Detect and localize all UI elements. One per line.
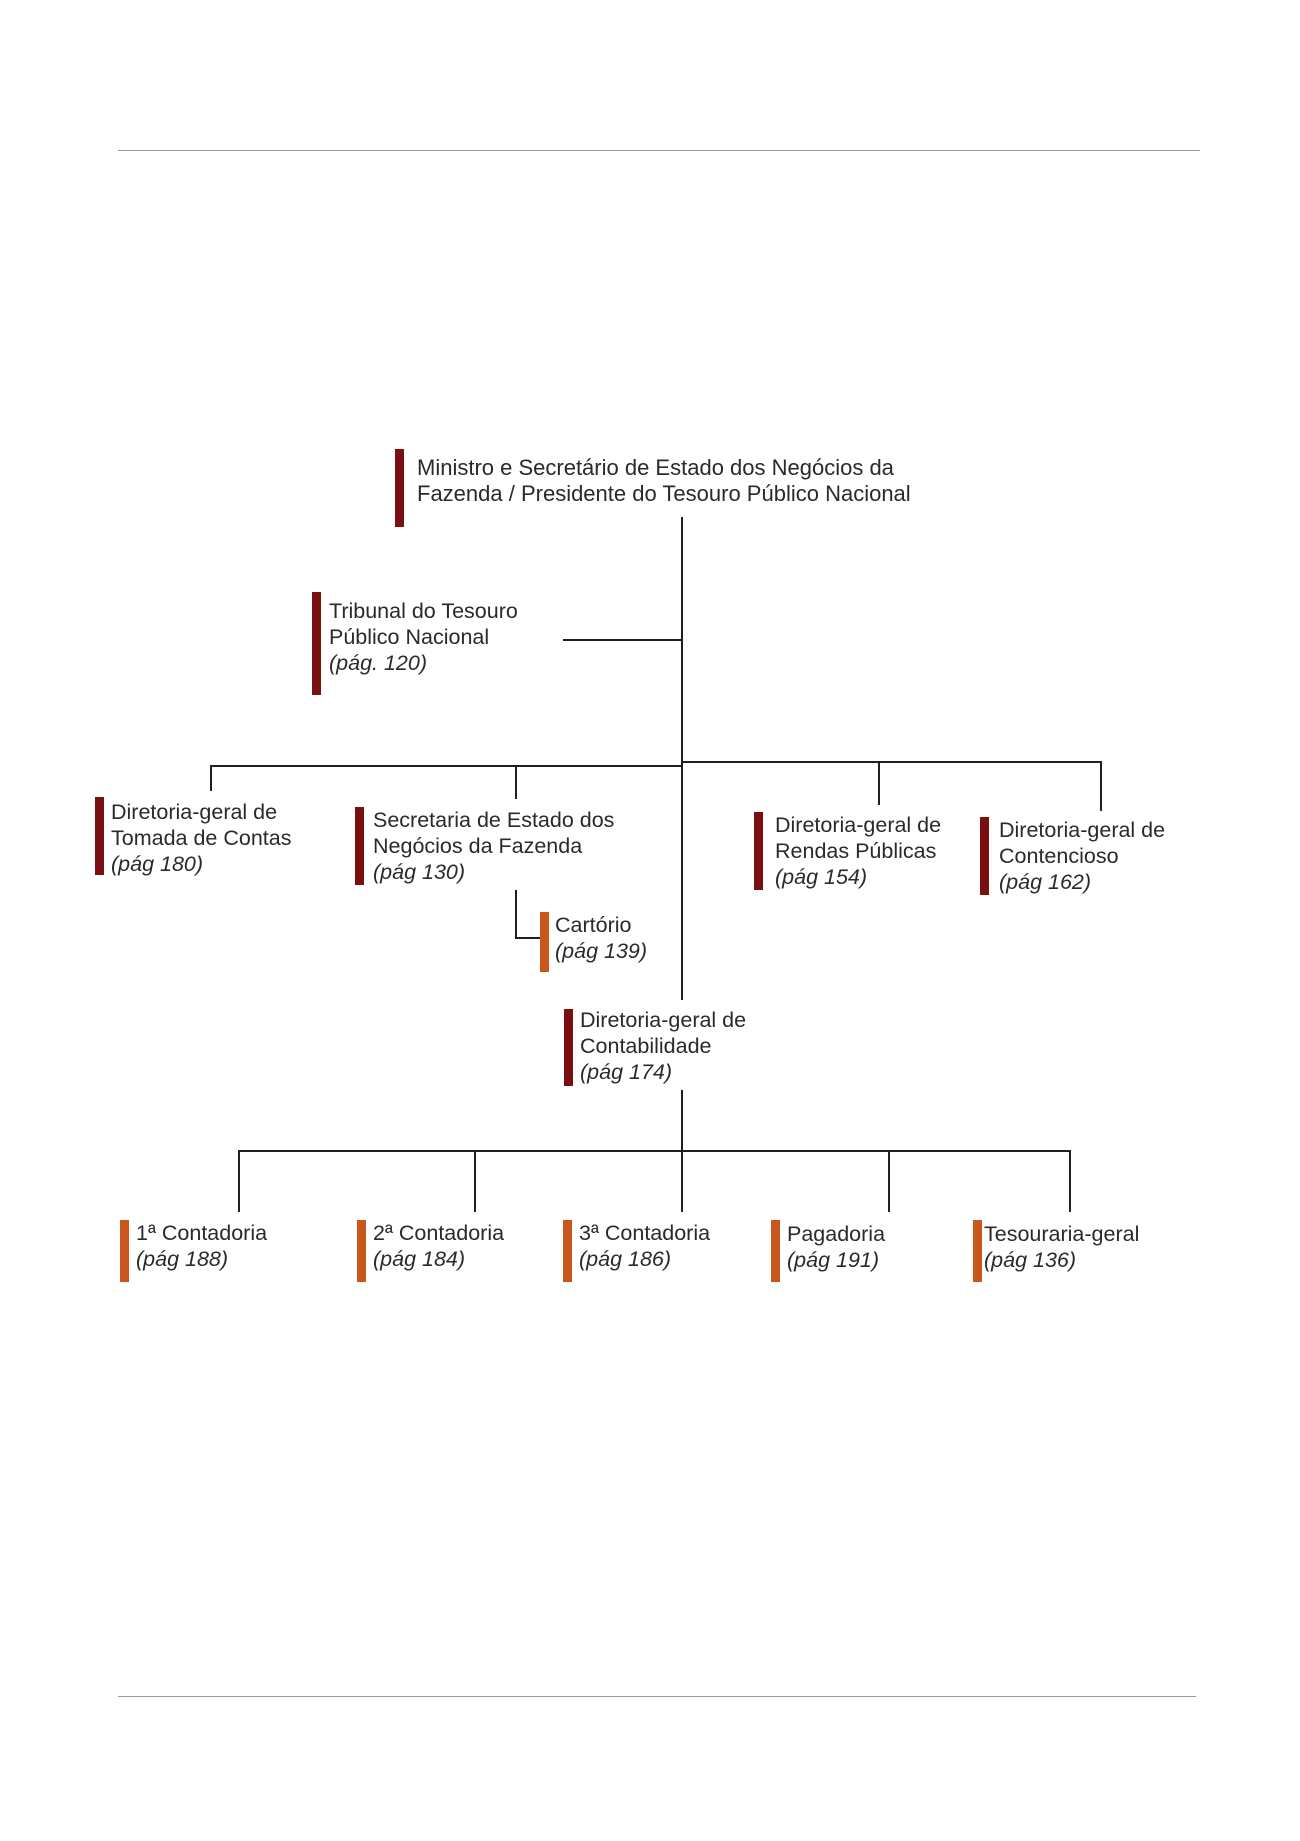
node-line: Público Nacional bbox=[329, 625, 490, 649]
node-line: Diretoria-geral de bbox=[580, 1008, 747, 1032]
node-line: 1ª Contadoria bbox=[136, 1221, 268, 1245]
node-tomada-de-contas: Diretoria-geral de Tomada de Contas (pág… bbox=[95, 797, 291, 876]
node-label: Pagadoria (pág 191) bbox=[787, 1221, 885, 1273]
node-secretaria: Secretaria de Estado dos Negócios da Faz… bbox=[355, 807, 614, 885]
node-bar bbox=[395, 449, 404, 527]
node-label: Diretoria-geral de Contencioso (pág 162) bbox=[999, 817, 1165, 895]
node-pagadoria: Pagadoria (pág 191) bbox=[771, 1220, 885, 1282]
node-page-ref: (pág 188) bbox=[136, 1247, 229, 1271]
secretaria-drop-line bbox=[515, 765, 517, 799]
node-bar bbox=[120, 1220, 129, 1282]
node-bar bbox=[754, 812, 763, 890]
node-label: Cartório (pág 139) bbox=[555, 912, 647, 964]
node-label: 3ª Contadoria (pág 186) bbox=[579, 1220, 710, 1272]
tomada-drop-line bbox=[210, 765, 212, 791]
top-rule bbox=[118, 150, 1200, 151]
node-bar bbox=[95, 797, 104, 875]
node-line: Pagadoria bbox=[787, 1222, 886, 1246]
node-page-ref: (pág 136) bbox=[984, 1248, 1077, 1272]
pagadoria-drop-line bbox=[888, 1150, 890, 1212]
node-bar bbox=[771, 1220, 780, 1282]
node-line: Diretoria-geral de bbox=[111, 800, 278, 824]
node-contencioso: Diretoria-geral de Contencioso (pág 162) bbox=[980, 817, 1165, 895]
node-label: Tribunal do Tesouro Público Nacional (pá… bbox=[329, 598, 518, 676]
cartorio-drop-line bbox=[515, 890, 517, 938]
node-label: Diretoria-geral de Tomada de Contas (pág… bbox=[111, 799, 291, 877]
node-bar bbox=[980, 817, 989, 895]
node-line: Diretoria-geral de bbox=[775, 813, 942, 837]
node-bar bbox=[564, 1009, 573, 1086]
node-label: Tesouraria-geral (pág 136) bbox=[984, 1221, 1139, 1273]
node-label: Diretoria-geral de Rendas Públicas (pág … bbox=[775, 812, 941, 890]
contadoria1-drop-line bbox=[238, 1150, 240, 1212]
node-cartorio: Cartório (pág 139) bbox=[540, 912, 647, 972]
node-line: 3ª Contadoria bbox=[579, 1221, 711, 1245]
lower-crossbar bbox=[238, 1150, 1071, 1152]
node-line: Negócios da Fazenda bbox=[373, 834, 583, 858]
node-line: Tesouraria-geral bbox=[984, 1222, 1140, 1246]
node-page-ref: (pág 162) bbox=[999, 870, 1092, 894]
node-line: Ministro e Secretário de Estado dos Negó… bbox=[417, 455, 894, 480]
node-label: 1ª Contadoria (pág 188) bbox=[136, 1220, 267, 1272]
tribunal-branch-line bbox=[563, 639, 682, 641]
node-line: Tribunal do Tesouro bbox=[329, 599, 518, 623]
contadoria2-drop-line bbox=[474, 1150, 476, 1212]
node-3a-contadoria: 3ª Contadoria (pág 186) bbox=[563, 1220, 710, 1282]
node-page-ref: (pág 180) bbox=[111, 852, 204, 876]
node-1a-contadoria: 1ª Contadoria (pág 188) bbox=[120, 1220, 267, 1282]
node-line: Secretaria de Estado dos bbox=[373, 808, 615, 832]
contencioso-drop-line bbox=[1100, 761, 1102, 811]
upper-right-crossbar bbox=[681, 761, 1102, 763]
node-bar bbox=[973, 1220, 982, 1282]
node-tesouraria-geral: Tesouraria-geral (pág 136) bbox=[973, 1220, 1139, 1282]
node-line: Contabilidade bbox=[580, 1034, 712, 1058]
main-trunk-line bbox=[681, 517, 683, 1000]
node-ministro: Ministro e Secretário de Estado dos Negó… bbox=[395, 449, 911, 527]
node-line: Cartório bbox=[555, 913, 632, 937]
node-line: Fazenda / Presidente do Tesouro Público … bbox=[417, 481, 911, 506]
node-bar bbox=[563, 1220, 572, 1282]
node-bar bbox=[540, 912, 549, 972]
node-label: Secretaria de Estado dos Negócios da Faz… bbox=[373, 807, 614, 885]
node-bar bbox=[357, 1220, 366, 1282]
upper-left-crossbar bbox=[210, 765, 682, 767]
node-contabilidade: Diretoria-geral de Contabilidade (pág 17… bbox=[564, 1008, 746, 1086]
node-rendas-publicas: Diretoria-geral de Rendas Públicas (pág … bbox=[754, 812, 941, 890]
node-line: Rendas Públicas bbox=[775, 839, 937, 863]
node-bar bbox=[312, 592, 321, 695]
node-page-ref: (pág 184) bbox=[373, 1247, 466, 1271]
node-line: 2ª Contadoria bbox=[373, 1221, 505, 1245]
node-line: Contencioso bbox=[999, 844, 1119, 868]
node-page-ref: (pág 154) bbox=[775, 865, 868, 889]
node-page-ref: (pág 191) bbox=[787, 1248, 880, 1272]
node-page-ref: (pág 174) bbox=[580, 1060, 673, 1084]
bottom-rule bbox=[118, 1696, 1196, 1697]
node-label: 2ª Contadoria (pág 184) bbox=[373, 1220, 504, 1272]
node-bar bbox=[355, 807, 364, 885]
node-line: Diretoria-geral de bbox=[999, 818, 1166, 842]
node-label: Ministro e Secretário de Estado dos Negó… bbox=[417, 455, 911, 507]
node-page-ref: (pág. 120) bbox=[329, 651, 428, 675]
node-page-ref: (pág 186) bbox=[579, 1247, 672, 1271]
tesouraria-drop-line bbox=[1069, 1150, 1071, 1212]
cartorio-elbow-line bbox=[515, 937, 540, 939]
rendas-drop-line bbox=[878, 761, 880, 805]
node-label: Diretoria-geral de Contabilidade (pág 17… bbox=[580, 1007, 746, 1085]
node-2a-contadoria: 2ª Contadoria (pág 184) bbox=[357, 1220, 504, 1282]
node-tribunal: Tribunal do Tesouro Público Nacional (pá… bbox=[312, 592, 518, 695]
node-line: Tomada de Contas bbox=[111, 826, 292, 850]
node-page-ref: (pág 139) bbox=[555, 939, 648, 963]
node-page-ref: (pág 130) bbox=[373, 860, 466, 884]
